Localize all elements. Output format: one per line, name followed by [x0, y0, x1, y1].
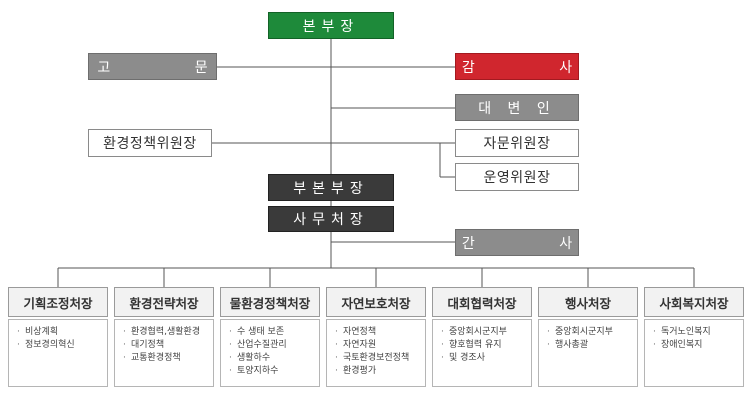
bullet-icon: · — [653, 327, 656, 337]
duty-text: 향호협력 유지 — [449, 340, 502, 350]
bullet-icon: · — [123, 340, 126, 350]
bullet-icon: · — [17, 327, 20, 337]
duty-item: · 산업수질관리 — [229, 339, 315, 352]
duty-item: · 향호협력 유지 — [441, 339, 527, 352]
duty-item: · 독거노인복지 — [653, 326, 739, 339]
duty-item: · 비상계획 — [17, 326, 103, 339]
bullet-icon: · — [441, 327, 444, 337]
bullet-icon: · — [547, 327, 550, 337]
duty-item: · 토양지하수 — [229, 365, 315, 378]
top-node[interactable]: 본부장 — [268, 12, 394, 39]
duty-text: 중앙회시군지부 — [449, 327, 507, 337]
department-duties: · 환경협력,생활환경 · 대기정책 · 교통환경정책 — [114, 319, 214, 387]
department-title[interactable]: 기획조정처장 — [8, 287, 108, 317]
env-policy-committee-node[interactable]: 환경정책위원장 — [88, 129, 212, 157]
duty-item: · 정보경의혁신 — [17, 339, 103, 352]
duty-text: 장애인복지 — [661, 340, 703, 350]
duty-text: 교통환경정책 — [131, 353, 181, 363]
duty-text: 자연정책 — [343, 327, 377, 337]
bullet-icon: · — [547, 340, 550, 350]
duty-text: 및 경조사 — [449, 353, 485, 363]
department-duties: · 자연정책 · 자연자원 · 국토환경보전정책 · 환경평가 — [326, 319, 426, 387]
bullet-icon: · — [229, 327, 232, 337]
duty-text: 비상계획 — [25, 327, 59, 337]
bullet-icon: · — [17, 340, 20, 350]
department-title[interactable]: 사회복지처장 — [644, 287, 744, 317]
department-duties: · 수 생태 보존 · 산업수질관리 · 생활하수 · 토양지하수 — [220, 319, 320, 387]
duty-text: 정보경의혁신 — [25, 340, 75, 350]
duty-item: · 및 경조사 — [441, 352, 527, 365]
auditor-node[interactable]: 감 사 — [455, 53, 579, 80]
bullet-icon: · — [123, 353, 126, 363]
duty-item: · 자연자원 — [335, 339, 421, 352]
spokesperson-node[interactable]: 대 변 인 — [455, 94, 579, 121]
department-duties: · 중앙회시군지부 · 행사총괄 — [538, 319, 638, 387]
department-7: 사회복지처장 · 독거노인복지 · 장애인복지 — [644, 287, 744, 387]
department-duties: · 비상계획 · 정보경의혁신 — [8, 319, 108, 387]
department-3: 물환경정책처장 · 수 생태 보존 · 산업수질관리 · 생활하수 · 토양지하수 — [220, 287, 320, 387]
bullet-icon: · — [653, 340, 656, 350]
department-duties: · 중앙회시군지부 · 향호협력 유지 · 및 경조사 — [432, 319, 532, 387]
advisor-node[interactable]: 고 문 — [88, 53, 217, 80]
duty-text: 수 생태 보존 — [237, 327, 285, 337]
duty-item: · 중앙회시군지부 — [441, 326, 527, 339]
duty-item: · 대기정책 — [123, 339, 209, 352]
department-title[interactable]: 자연보호처장 — [326, 287, 426, 317]
bullet-icon: · — [335, 340, 338, 350]
duty-item: · 국토환경보전정책 — [335, 352, 421, 365]
duty-text: 환경평가 — [343, 366, 377, 376]
duty-item: · 환경평가 — [335, 365, 421, 378]
duty-text: 토양지하수 — [237, 366, 279, 376]
duty-item: · 행사총괄 — [547, 339, 633, 352]
department-6: 행사처장 · 중앙회시군지부 · 행사총괄 — [538, 287, 638, 387]
duty-text: 생활하수 — [237, 353, 271, 363]
department-duties: · 독거노인복지 · 장애인복지 — [644, 319, 744, 387]
bullet-icon: · — [335, 327, 338, 337]
department-title[interactable]: 행사처장 — [538, 287, 638, 317]
department-2: 환경전략처장 · 환경협력,생활환경 · 대기정책 · 교통환경정책 — [114, 287, 214, 387]
advisory-committee-node[interactable]: 자문위원장 — [455, 129, 579, 157]
duty-item: · 자연정책 — [335, 326, 421, 339]
department-1: 기획조정처장 · 비상계획 · 정보경의혁신 — [8, 287, 108, 387]
deputy-node[interactable]: 부본부장 — [268, 174, 394, 201]
department-5: 대회협력처장 · 중앙회시군지부 · 향호협력 유지 · 및 경조사 — [432, 287, 532, 387]
duty-item: · 생활하수 — [229, 352, 315, 365]
bullet-icon: · — [441, 353, 444, 363]
duty-text: 독거노인복지 — [661, 327, 711, 337]
duty-item: · 중앙회시군지부 — [547, 326, 633, 339]
bullet-icon: · — [335, 353, 338, 363]
department-title[interactable]: 환경전략처장 — [114, 287, 214, 317]
bullet-icon: · — [229, 353, 232, 363]
duty-text: 환경협력,생활환경 — [131, 327, 201, 337]
duty-item: · 환경협력,생활환경 — [123, 326, 209, 339]
department-4: 자연보호처장 · 자연정책 · 자연자원 · 국토환경보전정책 · 환경평가 — [326, 287, 426, 387]
coordinator-node[interactable]: 간 사 — [455, 229, 579, 256]
duty-item: · 장애인복지 — [653, 339, 739, 352]
bullet-icon: · — [441, 340, 444, 350]
steering-committee-node[interactable]: 운영위원장 — [455, 163, 579, 191]
duty-text: 국토환경보전정책 — [343, 353, 410, 363]
bullet-icon: · — [335, 366, 338, 376]
bullet-icon: · — [229, 340, 232, 350]
duty-text: 산업수질관리 — [237, 340, 287, 350]
bullet-icon: · — [229, 366, 232, 376]
duty-text: 행사총괄 — [555, 340, 589, 350]
duty-text: 자연자원 — [343, 340, 377, 350]
secretary-general-node[interactable]: 사무처장 — [268, 206, 394, 232]
bullet-icon: · — [123, 327, 126, 337]
duty-text: 중앙회시군지부 — [555, 327, 613, 337]
duty-text: 대기정책 — [131, 340, 165, 350]
duty-item: · 교통환경정책 — [123, 352, 209, 365]
duty-item: · 수 생태 보존 — [229, 326, 315, 339]
department-title[interactable]: 물환경정책처장 — [220, 287, 320, 317]
department-title[interactable]: 대회협력처장 — [432, 287, 532, 317]
